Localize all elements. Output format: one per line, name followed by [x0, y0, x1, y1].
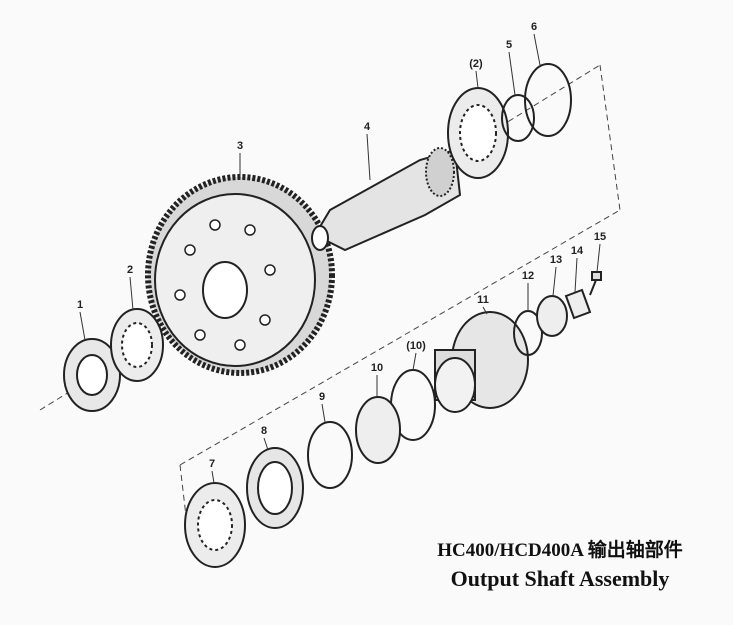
- callout-10: 10: [370, 362, 384, 374]
- part-2-bearing: [110, 308, 164, 382]
- part-15-bolt: [589, 271, 602, 296]
- part-5-ring: [501, 94, 535, 142]
- callout-12: 12: [521, 270, 535, 282]
- callout-13: 13: [549, 254, 563, 266]
- part-11-flange: [434, 311, 529, 413]
- leader-lines: [79, 33, 601, 484]
- part-2-upper-bearing: [447, 87, 509, 179]
- diagram-title-model: HC400/HCD400A 输出轴部件: [437, 540, 683, 561]
- callout-8: 8: [260, 425, 268, 437]
- callout-1: 1: [76, 299, 84, 311]
- part-8-bearing-cup: [246, 447, 304, 529]
- part-4-output-shaft: [311, 147, 462, 252]
- part-6-snap-ring: [524, 63, 572, 137]
- part-13-washer: [536, 295, 568, 337]
- callout-5: 5: [505, 39, 513, 51]
- part-14-lock-plate: [564, 288, 592, 320]
- callout-2b: (2): [469, 58, 483, 70]
- part-7-bearing: [184, 482, 246, 568]
- callout-3: 3: [236, 140, 244, 152]
- callout-6: 6: [530, 21, 538, 33]
- callout-11: 11: [477, 294, 489, 306]
- callout-9: 9: [318, 391, 326, 403]
- callout-4: 4: [363, 121, 371, 133]
- callout-15: 15: [593, 231, 607, 243]
- diagram-title-english: Output Shaft Assembly: [450, 566, 670, 591]
- part-9-snap-ring: [307, 421, 353, 489]
- part-10-seal: [355, 396, 401, 464]
- callout-7: 7: [208, 458, 216, 470]
- callout-2: 2: [126, 264, 134, 276]
- callout-14: 14: [570, 245, 584, 257]
- part-3-gear: [145, 174, 335, 376]
- callout-10b: (10): [406, 340, 426, 352]
- part-1-bearing-race: [63, 338, 121, 412]
- assembly-axis-lines: [39, 64, 621, 551]
